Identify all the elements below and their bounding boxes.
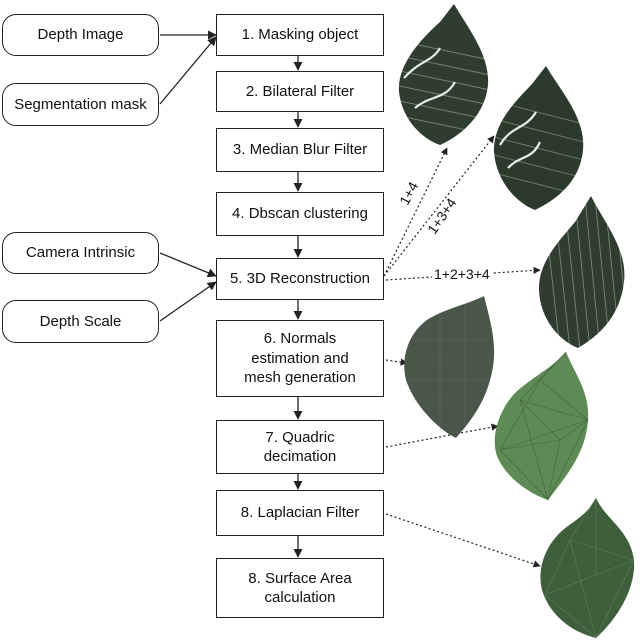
main-flow-arrows — [159, 30, 303, 558]
dotted-arrow-1-4 — [383, 147, 448, 277]
leaf-point-cloud-1-2-3-4 — [538, 196, 625, 348]
leaf-raw-mesh — [404, 296, 495, 438]
step-masking-object: 1. Masking object — [216, 14, 384, 56]
arrow-depth-scale — [159, 281, 217, 322]
dotted-arrow-laplacian — [385, 513, 541, 568]
step-bilateral-filter: 2. Bilateral Filter — [216, 71, 384, 112]
leaf-decimated-mesh — [494, 351, 589, 501]
dotted-arrow-normals — [385, 358, 408, 366]
step-normals-mesh-generation: 6. Normals estimation and mesh generatio… — [216, 320, 384, 397]
edge-label-1-2-3-4: 1+2+3+4 — [432, 266, 492, 282]
leaf-point-cloud-1-4 — [398, 4, 489, 145]
step-median-blur-filter: 3. Median Blur Filter — [216, 128, 384, 172]
input-depth-image: Depth Image — [2, 14, 159, 56]
step-laplacian-filter: 8. Laplacian Filter — [216, 490, 384, 536]
step-dbscan-clustering: 4. Dbscan clustering — [216, 192, 384, 236]
arrow-camera-intrinsic — [159, 252, 217, 278]
step-3d-reconstruction: 5. 3D Reconstruction — [216, 258, 384, 300]
step-quadric-decimation: 7. Quadric decimation — [216, 420, 384, 474]
input-camera-intrinsic: Camera Intrinsic — [2, 232, 159, 274]
step-surface-area-calculation: 8. Surface Area calculation — [216, 558, 384, 618]
input-segmentation-mask: Segmentation mask — [2, 83, 159, 126]
dotted-arrow-decimation — [385, 423, 499, 448]
input-depth-scale: Depth Scale — [2, 300, 159, 343]
arrow-segmentation-mask — [159, 36, 217, 105]
leaf-final-mesh — [540, 497, 635, 639]
leaf-point-cloud-1-3-4 — [493, 66, 584, 210]
